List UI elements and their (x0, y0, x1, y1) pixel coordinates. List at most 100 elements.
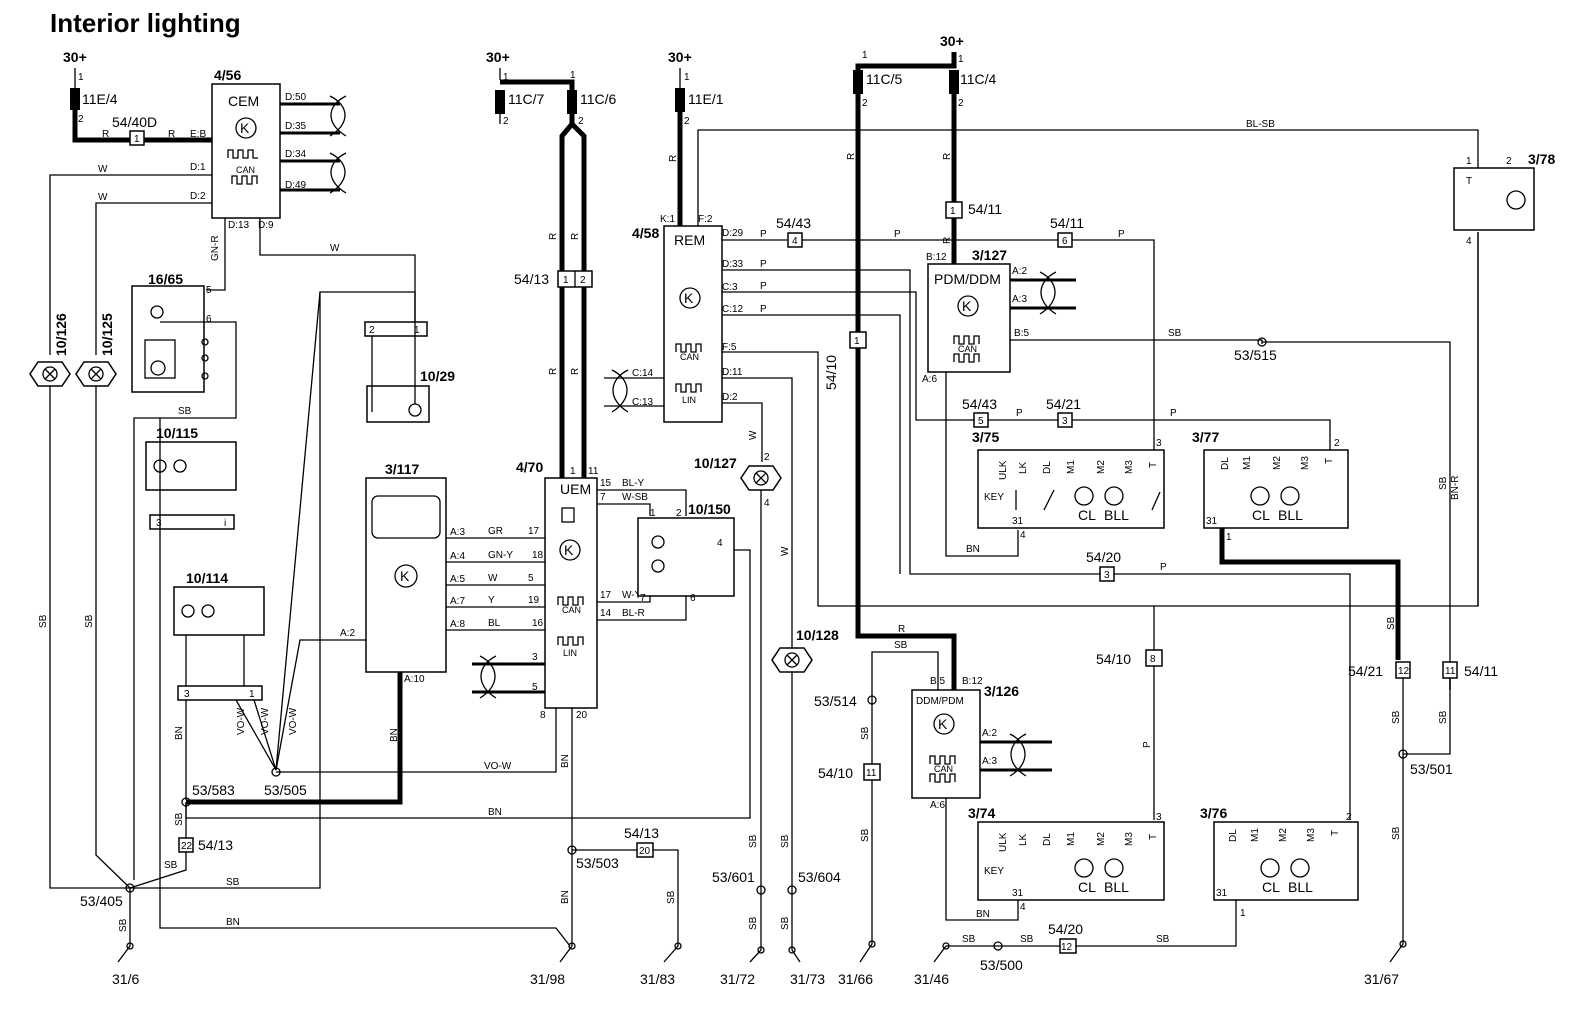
connector-pin: 1 (134, 134, 140, 145)
pin: 3 (1062, 416, 1068, 427)
lock-pin: M1 (1066, 460, 1077, 474)
lock-pin: M3 (1300, 456, 1311, 470)
ccm-pin: A:10 (404, 674, 425, 685)
rem-pin: D:29 (722, 228, 744, 239)
pin: 1 (950, 206, 956, 217)
lamp-10-29-label: 10/29 (420, 368, 455, 384)
connector-54-40d-label: 54/40D (112, 114, 157, 130)
ccm-pin: A:8 (450, 619, 465, 630)
uem-pin: 1 (570, 466, 576, 477)
pin: i (224, 518, 226, 529)
fuse-pin: 1 (684, 72, 690, 83)
wire-r: R (942, 237, 953, 244)
fuse-11e4 (70, 88, 80, 110)
wire-bn: BN (174, 726, 185, 740)
fuse-pin: 2 (578, 116, 584, 127)
connector-54-20b-label: 54/20 (1048, 921, 1083, 937)
pdm-pin: B:12 (926, 252, 947, 263)
wire-p: P (760, 229, 767, 240)
lock-pin: DL (1042, 833, 1053, 846)
lock-3-78 (1453, 167, 1535, 231)
lock-pin: 31 (1012, 888, 1024, 899)
rem-pin: C:13 (632, 397, 654, 408)
rem-pin: D:11 (722, 367, 743, 378)
lamp-10-114 (173, 586, 265, 636)
lock-pin: KEY (984, 492, 1004, 503)
wire-r: R (548, 233, 559, 240)
pin: 6 (1062, 236, 1068, 247)
fuse-11e1 (675, 88, 685, 112)
connector-54-11a-label: 54/11 (1050, 215, 1084, 231)
pin: 5 (978, 416, 984, 427)
wire-sb: SB (226, 877, 240, 888)
fuse-pin: 2 (862, 98, 868, 109)
lock-pin: 2 (1334, 438, 1340, 449)
rem-pin: C:14 (632, 368, 654, 379)
wire-bl: BL (488, 618, 501, 629)
supply-label-4: 30+ (940, 33, 964, 49)
connector-54-21b-label: 54/21 (1348, 663, 1383, 679)
wire-r: R (846, 153, 857, 160)
pin: 11 (866, 768, 877, 779)
pin: 3 (1104, 570, 1110, 581)
lock-pin: 4 (1020, 902, 1026, 913)
connector-54-21a-label: 54/21 (1046, 396, 1081, 412)
connector-54-11c-label: 54/11 (1464, 663, 1498, 679)
lock-3-76-label: 3/76 (1200, 805, 1227, 821)
uem-pin: 11 (588, 466, 599, 477)
pin: 6 (690, 593, 696, 604)
lamp-10-150-label: 10/150 (688, 501, 731, 517)
fuse-11e4-label: 11E/4 (82, 91, 118, 107)
lock-3-77-label: 3/77 (1192, 429, 1219, 445)
connector-10-115 (149, 514, 235, 530)
lock-3-78-label: 3/78 (1528, 151, 1555, 167)
pin: 4 (792, 236, 798, 247)
lock-pin: M1 (1066, 832, 1077, 846)
lock-pin: T (1148, 462, 1159, 468)
wire-sb: SB (1438, 476, 1449, 490)
pin: 1 (854, 336, 860, 347)
rem-can: CAN (680, 352, 699, 362)
wire-r: R (898, 624, 905, 635)
lamp-10-114-label: 10/114 (186, 570, 228, 586)
pin: 8 (1150, 654, 1156, 665)
wire-r: R (168, 129, 175, 140)
connector-10-29 (364, 321, 428, 337)
wire-sb: SB (38, 614, 49, 628)
wire-sb: SB (1020, 934, 1034, 945)
ground-53-505-label: 53/505 (264, 782, 307, 798)
pin: 4 (764, 498, 770, 509)
ground-53-601-label: 53/601 (712, 869, 755, 885)
rem-pin: D:2 (722, 392, 738, 403)
fuse-11c7-label: 11C/7 (508, 91, 545, 107)
tm16-ref: 16/65 (148, 271, 183, 287)
pin: 12 (1398, 666, 1410, 677)
wire-sb: SB (174, 812, 185, 826)
wire-bly: BL-Y (622, 478, 645, 489)
module-16-65 (131, 285, 205, 393)
wire-p: P (894, 229, 901, 240)
lock-pin: 1 (1240, 908, 1246, 919)
pdm-pin: A:6 (922, 374, 937, 385)
fuse-11c5 (853, 70, 863, 94)
cem-pin: D:2 (190, 191, 206, 202)
lock-pin: 31 (1206, 516, 1218, 527)
pin: 3 (156, 518, 162, 529)
lock-pin: LK (1018, 833, 1029, 846)
fuse-pin: 2 (78, 114, 84, 125)
wire-sb: SB (748, 916, 759, 930)
uem-pin: 7 (600, 492, 606, 503)
lock-3-74 (977, 821, 1165, 901)
svg-text:K: K (564, 542, 574, 558)
lamp-10-128 (771, 647, 813, 673)
lock-pin: 31 (1216, 888, 1228, 899)
ddm-pin: A:3 (982, 756, 997, 767)
pin: 12 (1061, 942, 1073, 953)
pin: 7 (640, 593, 646, 604)
wire-sb: SB (860, 726, 871, 740)
ddm-pdm-name: DDM/PDM (916, 696, 964, 707)
supply-label-1: 30+ (63, 49, 87, 65)
earth-31-72: 31/72 (720, 971, 755, 987)
fuse-11c6-label: 11C/6 (580, 91, 617, 107)
uem-pin: 5 (528, 573, 534, 584)
